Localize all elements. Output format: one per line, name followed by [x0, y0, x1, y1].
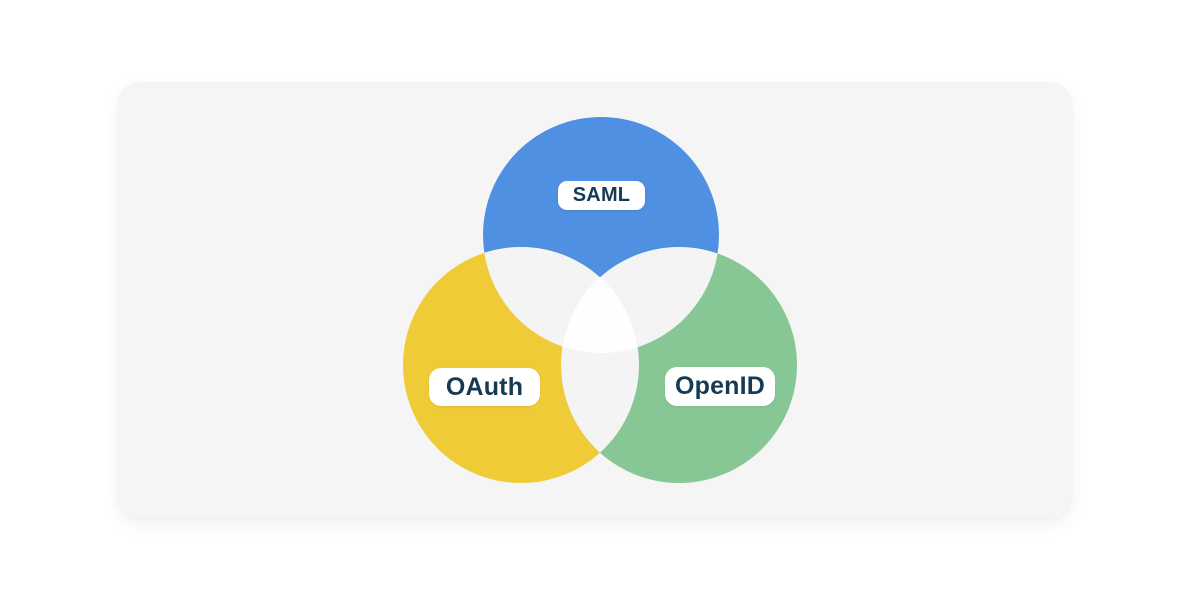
oauth-label: OAuth	[429, 368, 540, 406]
openid-label: OpenID	[665, 367, 775, 406]
saml-label: SAML	[558, 181, 645, 210]
triple-overlap-center	[561, 247, 639, 353]
